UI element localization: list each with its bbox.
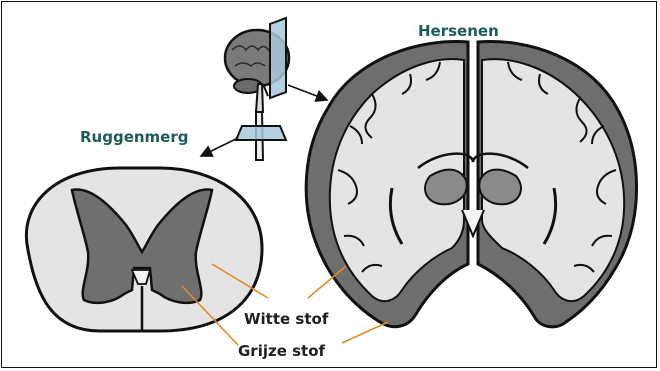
brain-label: Hersenen <box>418 22 499 40</box>
grey-matter-label: Grijze stof <box>238 342 325 360</box>
brain-coronal-section <box>306 42 636 327</box>
white-matter-label: Witte stof <box>244 310 328 328</box>
arrow-to-spinal-cord-section <box>201 138 238 156</box>
coronal-slice-plane <box>270 18 286 98</box>
leader-line-grijze-stof-brain <box>342 322 388 343</box>
spinal-cord-label: Ruggenmerg <box>80 128 189 146</box>
arrow-to-brain-section <box>288 85 327 100</box>
axial-slice-plane <box>236 126 286 140</box>
spinal-cord-cross-section <box>26 168 262 331</box>
